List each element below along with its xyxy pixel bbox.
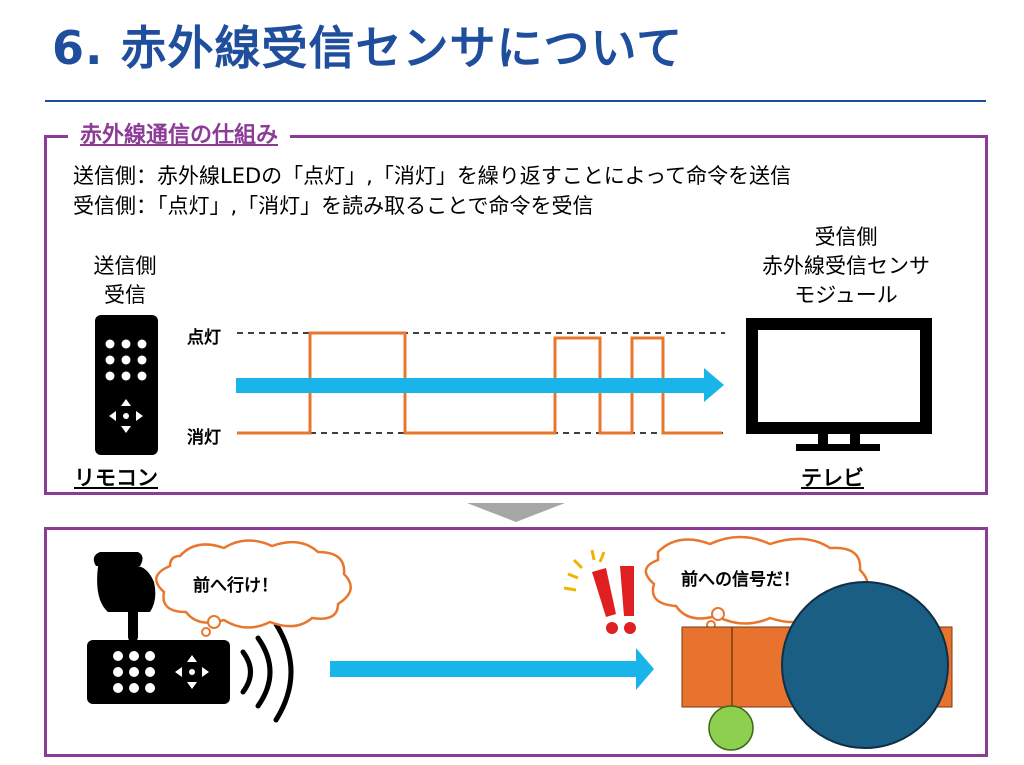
sender-label: 送信側 受信 <box>70 252 180 310</box>
receiver-label-line2: 赤外線受信センサ <box>762 254 930 278</box>
section-label: 赤外線通信の仕組み <box>68 117 291 149</box>
signal-wave-icon <box>240 621 294 723</box>
flow-down-arrow <box>467 503 565 522</box>
section-robot-example <box>44 527 988 757</box>
receiver-label: 受信側 赤外線受信センサ モジュール <box>730 223 962 310</box>
sender-label-line2: 受信 <box>104 283 146 307</box>
exclamation-icon <box>592 566 636 634</box>
title-underline <box>45 100 986 102</box>
sender-description: 送信側：赤外線LEDの「点灯」,「消灯」を繰り返すことによって命令を送信 <box>73 164 792 188</box>
bubble-right-text: 前への信号だ！ <box>681 570 800 590</box>
speech-bubble-left <box>155 539 352 637</box>
alert-burst-icon <box>563 549 606 592</box>
sender-label-line1: 送信側 <box>93 254 157 278</box>
receiver-description: 受信側：「点灯」,「消灯」を読み取ることで命令を受信 <box>73 194 594 218</box>
bubble-left-text: 前へ行け！ <box>193 576 278 596</box>
on-level-label: 点灯 <box>187 328 221 348</box>
receiver-label-line3: モジュール <box>794 283 898 307</box>
robot-car-icon <box>681 581 953 751</box>
section-ir-mechanism <box>44 135 988 495</box>
page-title: 6. 赤外線受信センサについて <box>52 21 684 75</box>
remote-control-icon <box>95 315 158 455</box>
remote-control-icon <box>87 640 230 704</box>
pointing-hand-icon <box>93 552 156 642</box>
transmission-arrow <box>236 368 724 402</box>
ir-signal-waveform <box>237 331 722 435</box>
tv-caption: テレビ <box>801 466 864 490</box>
tv-icon <box>746 318 932 451</box>
off-level-label: 消灯 <box>187 428 221 448</box>
receiver-label-line1: 受信側 <box>814 225 878 249</box>
signal-arrow <box>330 648 654 690</box>
remote-caption: リモコン <box>74 466 158 490</box>
